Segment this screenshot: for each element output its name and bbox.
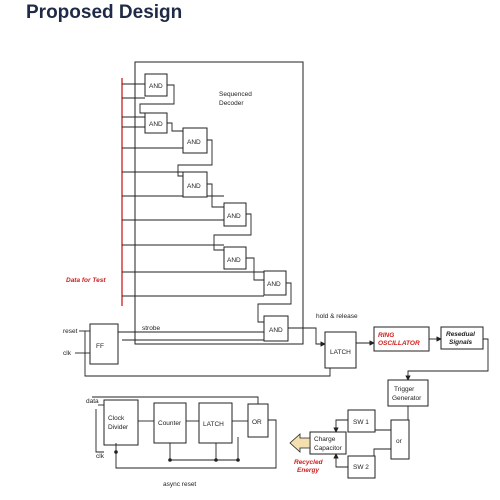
svg-text:Clock: Clock <box>108 415 125 422</box>
trigger-generator-block: Trigger Generator <box>387 379 429 407</box>
svg-text:Generator: Generator <box>392 395 422 402</box>
svg-text:Signals: Signals <box>449 339 473 346</box>
svg-text:AND: AND <box>149 83 163 90</box>
strobe-label: strobe <box>142 325 160 332</box>
svg-text:RING: RING <box>378 332 394 339</box>
decoder-box <box>134 61 304 345</box>
reset-label: reset <box>63 328 78 335</box>
decoder-label-1: Sequenced <box>219 91 252 98</box>
ring-oscillator-block: RING OSCILLATOR <box>373 326 430 352</box>
svg-text:or: or <box>396 438 403 445</box>
svg-text:AND: AND <box>187 183 201 190</box>
sw1-block: SW 1 <box>347 409 376 433</box>
latch-block: LATCH <box>324 331 357 369</box>
svg-text:OSCILLATOR: OSCILLATOR <box>378 340 420 347</box>
svg-text:Capacitor: Capacitor <box>314 445 343 452</box>
svg-text:AND: AND <box>267 281 281 288</box>
sw2-block: SW 2 <box>347 455 376 479</box>
charge-capacitor-block: Charge Capacitor <box>309 431 347 455</box>
async-reset-label: async reset <box>163 481 196 488</box>
residual-signals-block: Resedual Signals <box>440 326 484 350</box>
svg-text:AND: AND <box>227 257 241 264</box>
svg-text:Charge: Charge <box>314 436 336 443</box>
recycled-label-2: Energy <box>297 467 319 474</box>
and-gate-6: AND <box>223 246 247 270</box>
and-gate-8: AND <box>263 315 289 342</box>
svg-text:FF: FF <box>96 343 104 350</box>
and-gate-2: AND <box>144 112 168 134</box>
svg-text:AND: AND <box>187 139 201 146</box>
decoder-label-2: Decoder <box>219 100 244 107</box>
svg-text:AND: AND <box>149 121 163 128</box>
latch2-block: LATCH <box>198 402 233 444</box>
svg-text:SW 2: SW 2 <box>353 464 369 471</box>
recycled-energy-arrow <box>289 433 311 453</box>
svg-text:SW 1: SW 1 <box>353 419 369 426</box>
clk2-label: clk <box>96 453 105 460</box>
clock-divider-block: Clock Divider <box>103 399 139 446</box>
svg-text:LATCH: LATCH <box>330 349 351 356</box>
and-gate-1: AND <box>144 73 168 97</box>
data-for-test-label: Data for Test <box>66 277 106 284</box>
and-gate-4: AND <box>182 171 208 198</box>
or-caps-block: OR <box>247 403 269 438</box>
svg-text:LATCH: LATCH <box>203 421 224 428</box>
svg-text:Divider: Divider <box>108 424 129 431</box>
svg-text:AND: AND <box>227 213 241 220</box>
and-gate-3: AND <box>182 127 208 154</box>
ff-block: FF <box>89 323 119 365</box>
and-gate-7: AND <box>263 270 287 296</box>
and-gate-5: AND <box>223 202 247 227</box>
svg-text:Resedual: Resedual <box>446 331 475 338</box>
hold-release-label: hold & release <box>316 313 358 320</box>
slide-title: Proposed Design <box>26 2 183 23</box>
counter-block: Counter <box>153 402 187 444</box>
or-gate-right: or <box>390 419 410 460</box>
svg-text:Trigger: Trigger <box>394 386 415 393</box>
clk-label: clk <box>63 350 72 357</box>
svg-text:OR: OR <box>252 419 262 426</box>
svg-text:AND: AND <box>269 327 283 334</box>
recycled-label-1: Recycled <box>294 459 324 466</box>
svg-text:Counter: Counter <box>158 420 182 427</box>
data-label: data <box>86 398 99 405</box>
